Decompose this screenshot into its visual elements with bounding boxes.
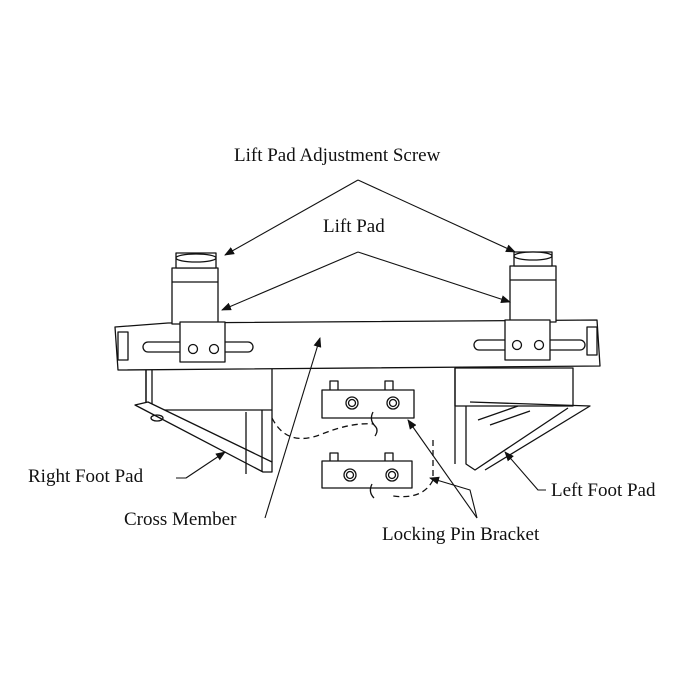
label-left-foot-pad: Left Foot Pad: [551, 480, 656, 501]
cross-member: [114, 319, 601, 371]
label-right-foot-pad: Right Foot Pad: [28, 466, 144, 487]
label-lift-pad-adjustment-screw: Lift Pad Adjustment Screw: [234, 145, 441, 166]
label-cross-member: Cross Member: [124, 509, 237, 530]
right-lift-pad: [504, 251, 557, 361]
left-lift-pad: [171, 252, 226, 363]
locking-pin-bracket-bottom: [321, 452, 413, 499]
locking-pin-bracket-top: [321, 380, 415, 437]
left-foot-pad-assembly: [454, 367, 591, 471]
label-locking-pin-bracket: Locking Pin Bracket: [382, 524, 540, 545]
right-foot-pad-assembly: [134, 367, 273, 474]
label-lift-pad: Lift Pad: [323, 216, 385, 237]
leader-lines: [176, 179, 546, 519]
